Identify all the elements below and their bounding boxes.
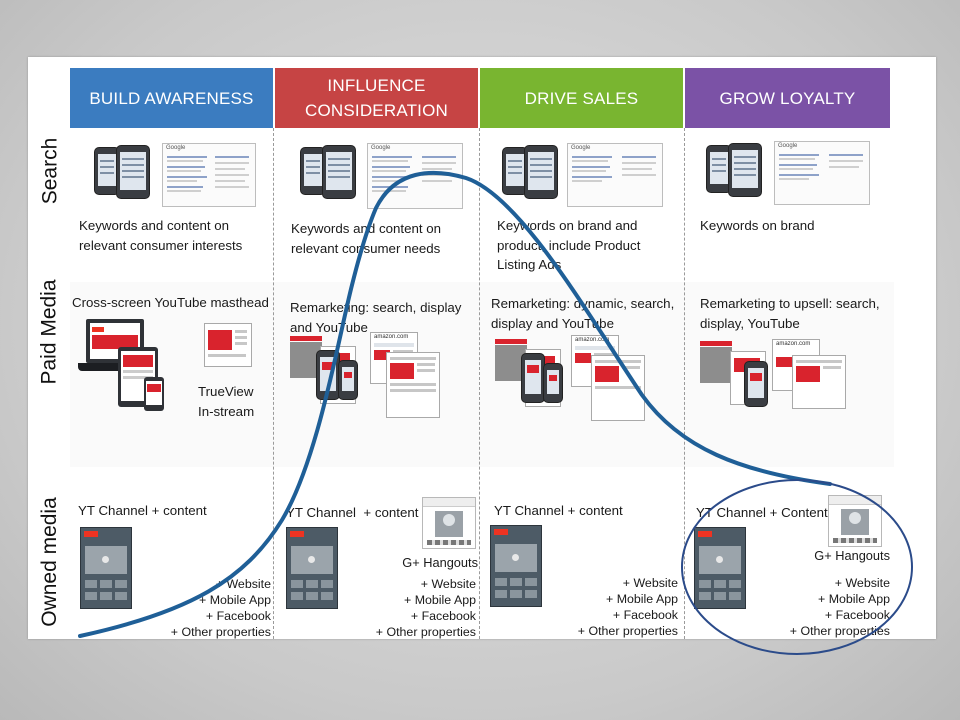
phone-icon — [116, 145, 150, 199]
search-text-build-awareness: Keywords and content on relevant consume… — [79, 218, 243, 253]
paid-text-build-awareness: Cross-screen YouTube masthead — [72, 295, 269, 310]
extra-mobile-app: + Mobile App — [404, 593, 476, 607]
youtube-channel-icon — [80, 527, 132, 609]
extra-facebook: + Facebook — [205, 609, 271, 623]
google-logo: Google — [571, 145, 591, 151]
owned-extras-grow-loyalty: + Website + Mobile App + Facebook + Othe… — [770, 575, 890, 639]
extra-website: + Website — [215, 577, 271, 591]
phone-icon — [94, 147, 120, 195]
loyalty-highlight-circle — [681, 479, 913, 655]
google-plus-hangouts-icon — [828, 495, 882, 547]
extra-website: + Website — [622, 576, 678, 590]
youtube-channel-icon — [694, 527, 746, 609]
extra-facebook: + Facebook — [612, 608, 678, 622]
column-divider — [479, 128, 480, 639]
extra-website: + Website — [420, 577, 476, 591]
remarketing-ads-icon: amazon.com — [491, 335, 651, 430]
youtube-channel-icon — [490, 525, 542, 607]
paid-text-influence-consideration: Remarketing: search, display and YouTube — [290, 300, 462, 335]
google-plus-hangouts-icon — [422, 497, 476, 549]
search-text-drive-sales: Keywords on brand and product, include P… — [497, 218, 641, 272]
paid-text-grow-loyalty: Remarketing to upsell: search, display, … — [700, 296, 880, 331]
youtube-channel-icon — [286, 527, 338, 609]
extra-other-properties: + Other properties — [789, 624, 890, 638]
extra-other-properties: + Other properties — [577, 624, 678, 638]
g-plus-hangouts-label: G+ Hangouts — [402, 555, 478, 570]
search-results-page-icon: Google — [774, 141, 870, 205]
remarketing-ads-icon: amazon.com — [696, 337, 856, 409]
column-header-influence-consideration: INFLUENCE CONSIDERATION — [275, 68, 478, 128]
extra-mobile-app: + Mobile App — [199, 593, 271, 607]
extra-other-properties: + Other properties — [170, 625, 271, 639]
phone-icon — [728, 143, 762, 197]
column-divider — [684, 128, 685, 639]
search-text-grow-loyalty: Keywords on brand — [700, 218, 815, 233]
trueview-video-icon — [204, 323, 252, 367]
extra-other-properties: + Other properties — [375, 625, 476, 639]
phone-icon — [502, 147, 528, 195]
google-logo: Google — [166, 145, 186, 151]
owned-text-drive-sales: YT Channel + content — [494, 503, 623, 518]
column-divider — [273, 128, 274, 639]
search-results-page-icon: Google — [567, 143, 663, 207]
extra-mobile-app: + Mobile App — [818, 592, 890, 606]
owned-extras-influence-consideration: + Website + Mobile App + Facebook + Othe… — [358, 576, 476, 640]
funnel-sheet: BUILD AWARENESS INFLUENCE CONSIDERATION … — [28, 57, 936, 639]
column-header-build-awareness: BUILD AWARENESS — [70, 68, 273, 128]
g-plus-hangouts-label: G+ Hangouts — [814, 548, 890, 563]
google-logo: Google — [371, 145, 391, 151]
extra-website: + Website — [834, 576, 890, 590]
phone-icon — [524, 145, 558, 199]
amazon-logo: amazon.com — [776, 341, 811, 347]
search-text-influence-consideration: Keywords and content on relevant consume… — [291, 221, 442, 256]
phone-icon — [300, 147, 326, 195]
amazon-logo: amazon.com — [575, 337, 610, 343]
extra-facebook: + Facebook — [410, 609, 476, 623]
google-logo: Google — [778, 143, 798, 149]
trueview-label: TrueView In-stream — [198, 384, 255, 419]
phone-icon — [322, 145, 356, 199]
owned-text-grow-loyalty: YT Channel + Content — [696, 505, 828, 520]
extra-mobile-app: + Mobile App — [606, 592, 678, 606]
extra-facebook: + Facebook — [824, 608, 890, 622]
amazon-logo: amazon.com — [374, 334, 409, 340]
masthead-devices-icon — [78, 319, 168, 411]
owned-extras-build-awareness: + Website + Mobile App + Facebook + Othe… — [158, 576, 271, 640]
owned-text-build-awareness: YT Channel + content — [78, 503, 207, 518]
search-results-page-icon: Google — [162, 143, 256, 207]
consumer-journey-curve — [78, 170, 832, 638]
column-header-grow-loyalty: GROW LOYALTY — [685, 68, 890, 128]
owned-extras-drive-sales: + Website + Mobile App + Facebook + Othe… — [560, 575, 678, 639]
column-header-drive-sales: DRIVE SALES — [480, 68, 683, 128]
